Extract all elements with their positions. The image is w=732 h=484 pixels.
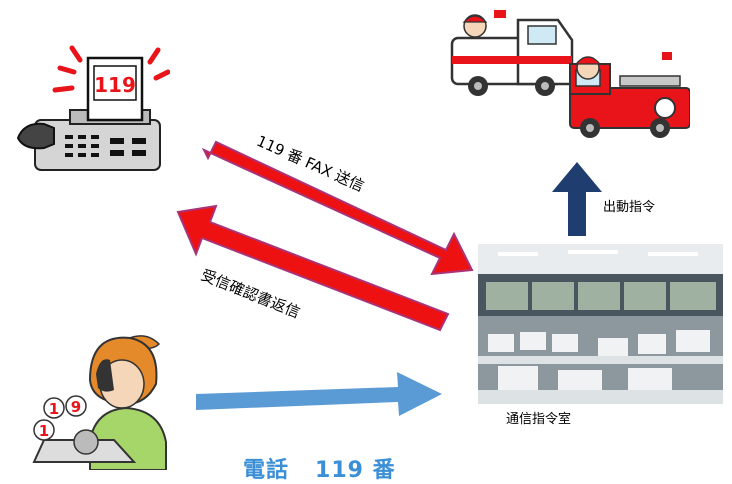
svg-text:1: 1 [39, 422, 49, 440]
confirm-return-arrow [176, 204, 450, 332]
phone-word: 電話 [243, 458, 290, 483]
dispatch-label: 出動指令 [603, 200, 656, 215]
phone-call-label: 電話 119 番 [243, 452, 396, 484]
fire-engine [569, 52, 690, 138]
fax-machine-illustration: 119 [16, 45, 170, 171]
ambulance [450, 10, 574, 96]
svg-text:9: 9 [71, 398, 81, 416]
fax-send-arrow [201, 140, 474, 276]
command-room-label: 通信指令室 [506, 412, 572, 427]
digit-bubble-1: 1 [33, 419, 55, 441]
emergency-vehicles-illustration [450, 10, 690, 138]
phone-call-arrow [196, 372, 442, 416]
phone-number: 119 番 [315, 458, 396, 483]
dispatch-arrow [552, 162, 602, 236]
command-room-photo [478, 244, 723, 404]
fax-screen-text: 119 [94, 73, 136, 97]
alert-lines [52, 45, 170, 93]
svg-text:1: 1 [49, 400, 59, 418]
caller-illustration: 1 1 9 [32, 335, 167, 470]
digit-bubble-3: 9 [65, 395, 87, 417]
digit-bubble-2: 1 [43, 397, 65, 419]
